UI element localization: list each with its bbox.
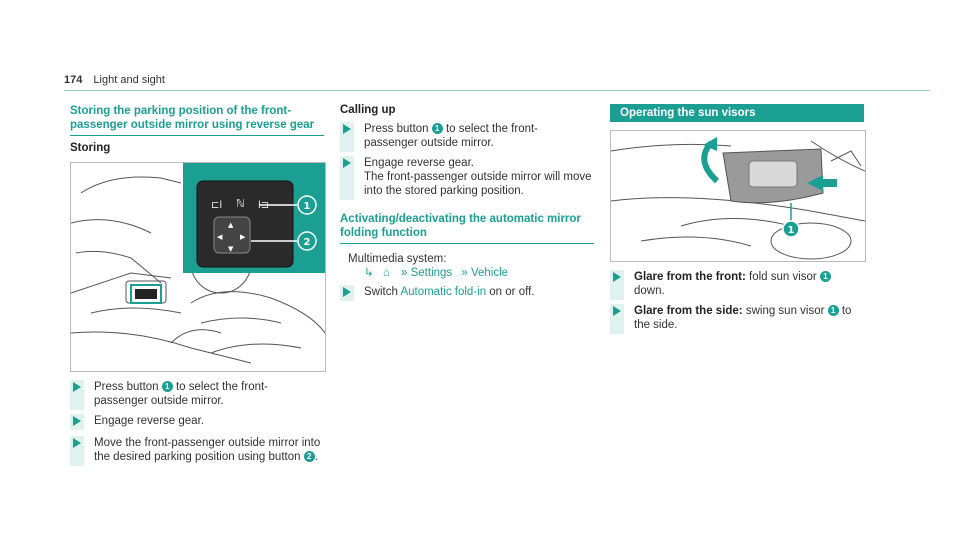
svg-text:◀: ◀ [217,233,223,241]
left-step-3: Move the front-passenger outside mirror … [70,436,334,466]
step-arrow-icon [613,306,621,316]
step-arrow-icon [343,158,351,168]
sun-visor-figure: 1 [610,130,866,262]
mirror-switch-figure: ⊏l ℕ l⊐ ▲ ▼ ◀ ▶ 1 2 [70,162,326,372]
middle-step-2: Engage reverse gear. The front-passenger… [340,156,594,200]
svg-text:2: 2 [304,237,311,248]
glare-front-step: Glare from the front: fold sun visor 1 d… [610,270,864,300]
chevron-right-icon: » [401,267,408,279]
step-arrow-icon [343,124,351,134]
multimedia-label: Multimedia system: [348,253,447,265]
svg-text:1: 1 [304,201,311,212]
callout-1 [297,195,317,215]
section-title: Light and sight [93,74,165,86]
step-arrow-icon [613,272,621,282]
nav-settings[interactable]: Settings [410,267,453,279]
storing-heading: Storing [70,142,111,154]
sun-visor-heading: Operating the sun visors [610,104,864,122]
title-rule [70,135,324,136]
sun-visor-illustration: 1 [611,137,865,260]
switch-step: Switch Automatic fold-in on or off. [340,285,594,301]
left-step-1: Press button 1 to select the front- pass… [70,380,324,410]
left-section-title: Storing the parking position of the fron… [70,104,326,132]
calling-up-heading: Calling up [340,104,396,116]
callout-2 [297,231,317,251]
home-icon[interactable]: ⌂ [382,267,390,279]
return-arrow-icon: ↳ [364,267,374,279]
callout-badge: 1 [827,305,839,316]
nav-vehicle[interactable]: Vehicle [470,267,509,279]
svg-text:▼: ▼ [228,245,234,253]
left-step-2: Engage reverse gear. [70,414,324,430]
svg-text:▶: ▶ [240,233,246,241]
title-line-2: passenger outside mirror using reverse g… [70,119,315,131]
chevron-right-icon: » [461,267,468,279]
callout-badge: 1 [431,123,443,134]
glare-side-step: Glare from the side: swing sun visor 1 t… [610,304,864,334]
swing-arrow-icon [807,175,823,191]
step-arrow-icon [73,382,81,392]
step-arrow-icon [73,416,81,426]
callout-badge: 2 [303,451,315,462]
svg-text:▲: ▲ [228,221,234,229]
middle-step-1: Press button 1 to select the front- pass… [340,122,594,152]
title-line-1: Storing the parking position of the fron… [70,105,292,117]
activating-title: Activating/deactivating the automatic mi… [340,213,581,239]
callout-1 [782,220,800,238]
step-arrow-icon [343,287,351,297]
nav-path: ↳ ⌂ » Settings » Vehicle [364,266,508,280]
door-panel-illustration: ⊏l ℕ l⊐ ▲ ▼ ◀ ▶ 1 2 [71,163,325,364]
automatic-fold-in-link[interactable]: Automatic fold-in [400,286,487,298]
callout-badge: 1 [819,271,831,282]
activating-rule [340,243,594,244]
page-number: 174 [64,74,83,86]
callout-badge: 1 [161,381,173,392]
step-arrow-icon [73,438,81,448]
page-header: 174 Light and sight [64,74,165,86]
header-divider [64,90,930,91]
svg-text:⊏l: ⊏l [211,200,222,211]
svg-text:ℕ: ℕ [236,197,245,210]
svg-text:1: 1 [788,225,795,236]
mirror-button-location [135,289,157,299]
